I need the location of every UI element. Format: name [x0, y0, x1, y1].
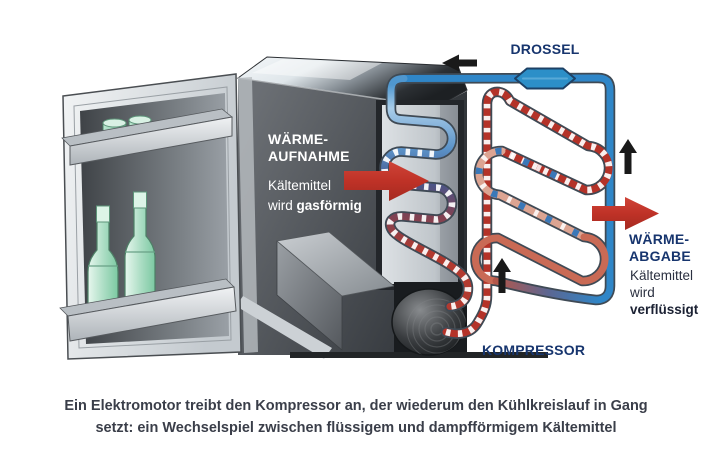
waerme-abgabe-label: WÄRME- ABGABE — [629, 231, 691, 264]
waerme-aufnahme-line1: WÄRME- — [268, 131, 329, 147]
heat-out-arrow-icon — [592, 197, 659, 230]
heat-in-arrow-icon — [344, 161, 429, 201]
flow-arrows — [344, 54, 659, 293]
abgabe-desc-line2: wird — [630, 285, 655, 300]
condenser-transition-blue-dashes — [475, 147, 586, 240]
caption: Ein Elektromotor treibt den Kompressor a… — [0, 396, 712, 439]
flow-arrow-left-icon — [442, 54, 477, 72]
waerme-abgabe-line2: ABGABE — [629, 247, 691, 264]
waerme-aufnahme-label: WÄRME- AUFNAHME — [268, 131, 350, 164]
condenser-coil-warm — [472, 233, 609, 285]
condenser-hot-dashes — [445, 88, 613, 337]
door-shelf-bottom — [67, 286, 237, 342]
aufnahme-desc-line2: wird gasförmig — [268, 196, 362, 216]
caption-line2: setzt: ein Wechselspiel zwischen flüssig… — [95, 419, 617, 436]
fridge-left-edge-highlight — [238, 77, 258, 353]
abgabe-desc-line1: Kältemittel — [630, 268, 694, 283]
waerme-aufnahme-line2: AUFNAHME — [268, 147, 350, 164]
drossel-valve — [514, 67, 576, 90]
evaporator-coil-dashes — [381, 148, 472, 310]
caption-line1: Ein Elektromotor treibt den Kompressor a… — [64, 398, 648, 414]
flow-arrow-up-compressor-icon — [493, 258, 511, 293]
pipe-cold-blue — [400, 74, 614, 304]
aufnahme-desc-line1: Kältemittel — [268, 178, 332, 193]
fridge-top-sheen — [252, 59, 382, 80]
drossel-label: DROSSEL — [510, 41, 580, 57]
abgabe-desc-verfluessigt: verflüssigt — [630, 302, 699, 317]
aufnahme-desc-wird: wird — [268, 198, 293, 213]
waerme-abgabe-line1: WÄRME- — [629, 231, 690, 247]
bottle — [124, 191, 156, 319]
aufnahme-desc: Kältemittel wird gasförmig — [268, 176, 362, 216]
bottom-light-wedge — [236, 296, 332, 359]
aufnahme-desc-gasfoermig: gasförmig — [296, 198, 362, 213]
base-line — [290, 352, 548, 358]
flow-arrow-up-right-icon — [619, 139, 637, 174]
fridge-door — [59, 73, 242, 360]
kompressor-label: KOMPRESSOR — [482, 342, 586, 358]
abgabe-desc: Kältemittel wird verflüssigt — [630, 267, 698, 318]
door-frame-inner-edge — [73, 86, 232, 349]
door-shelf-top — [69, 116, 233, 166]
